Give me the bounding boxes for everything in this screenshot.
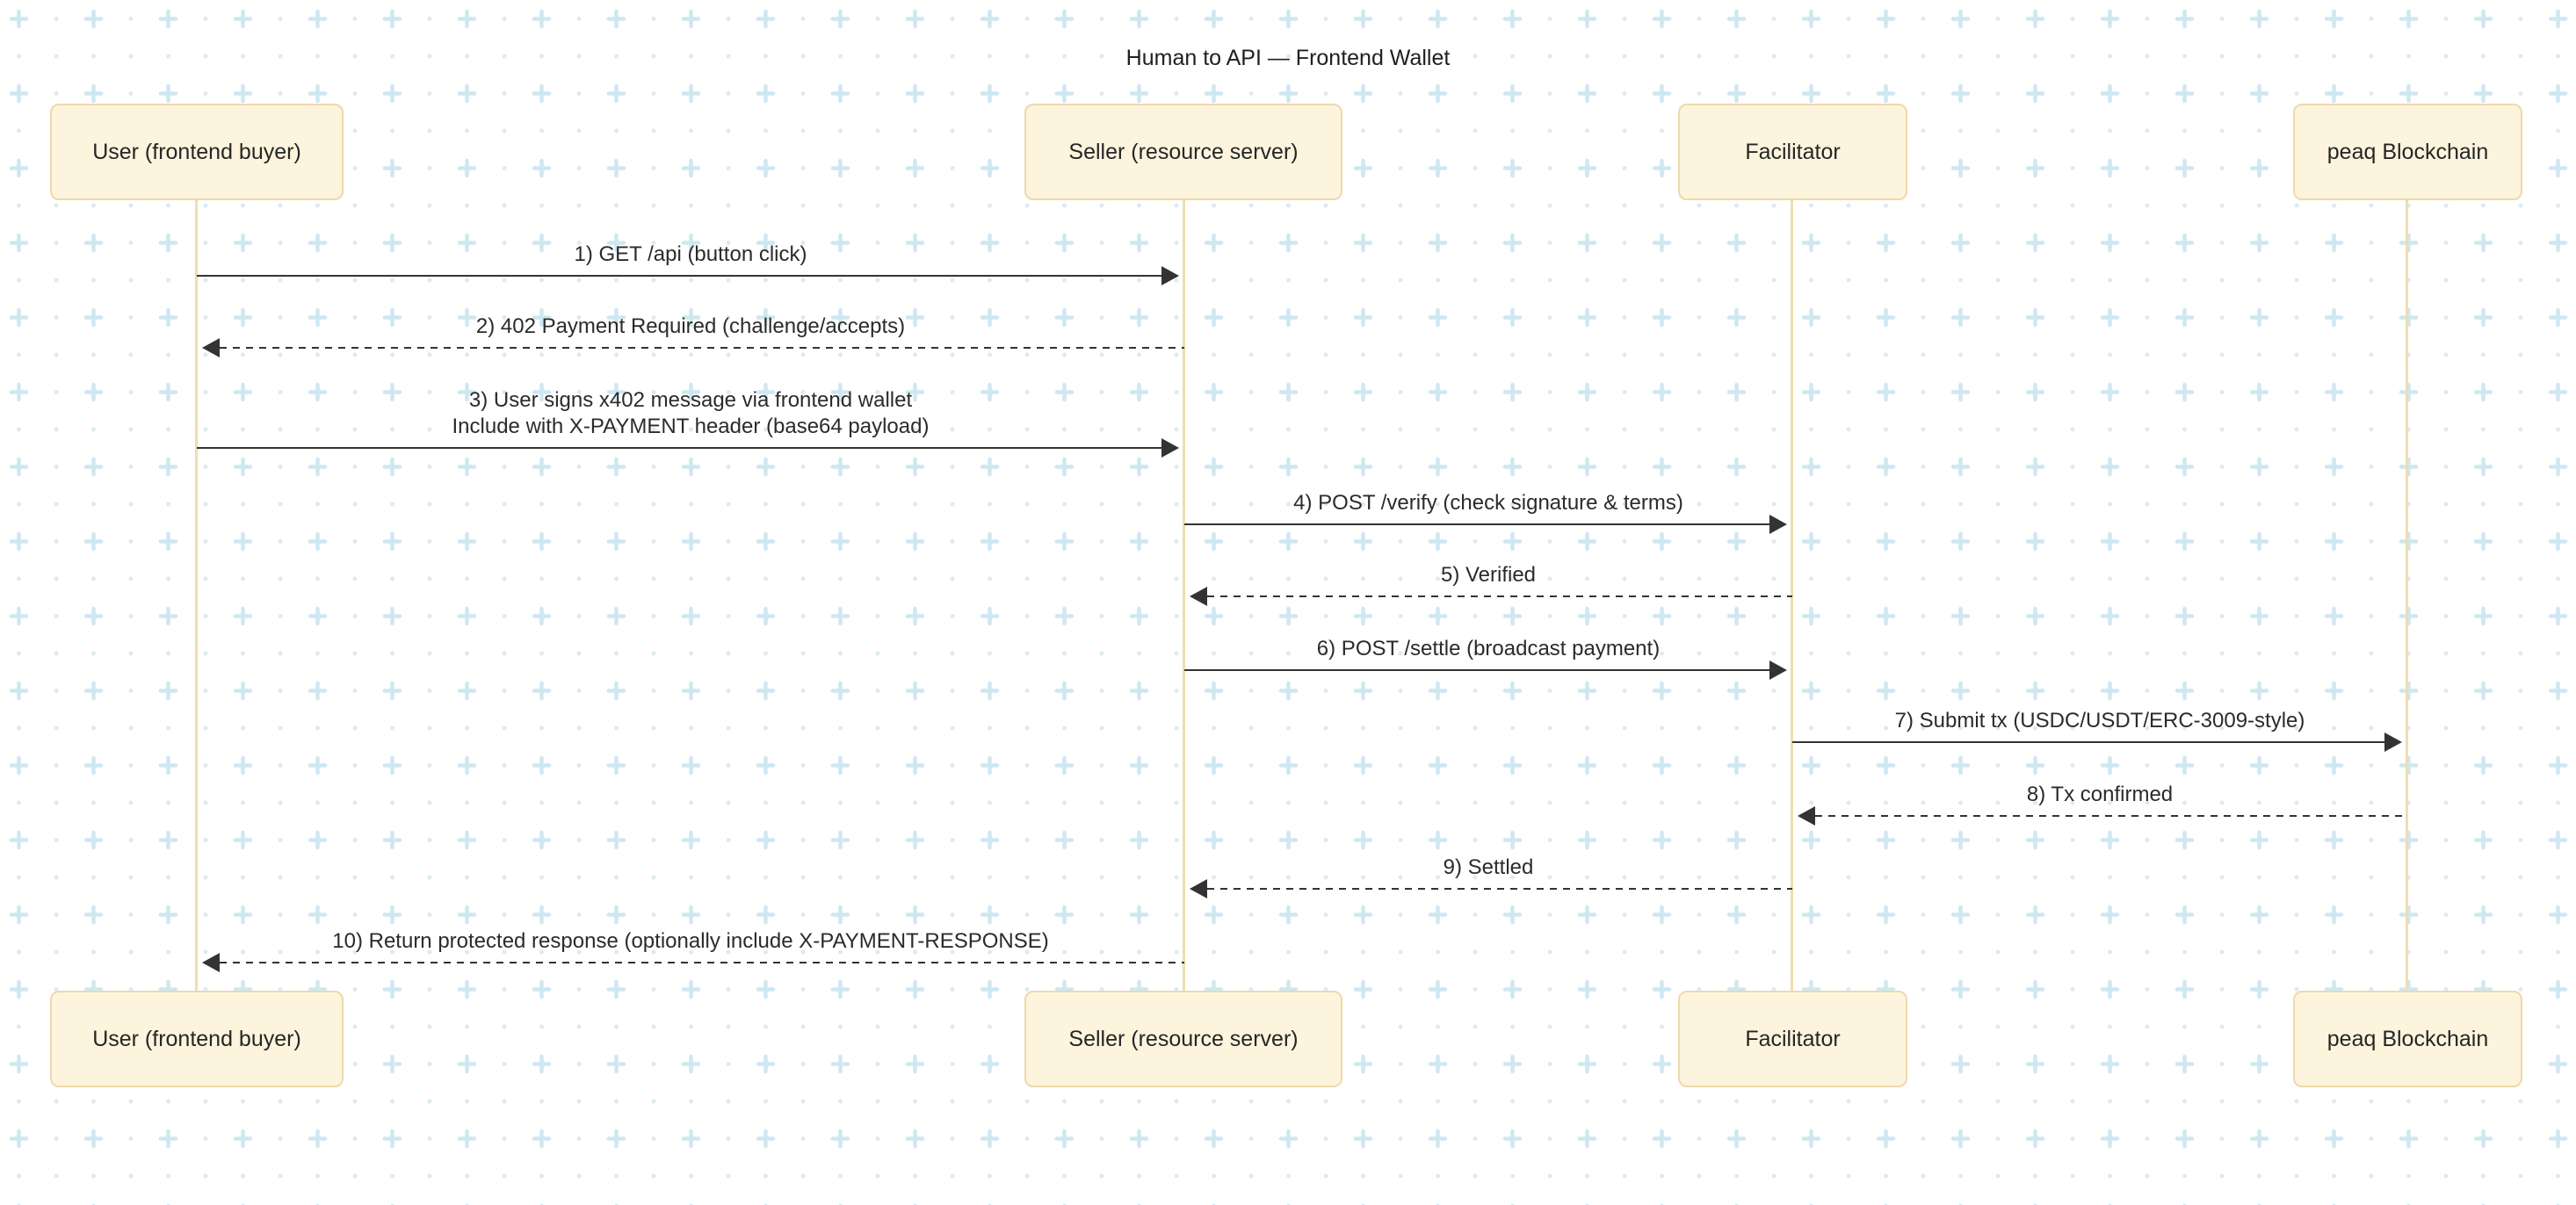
message-1-label: 1) GET /api (button click) (574, 242, 807, 266)
actor-label: User (frontend buyer) (92, 1026, 301, 1051)
arrowhead-left-icon (202, 338, 220, 357)
actor-top-user: User (frontend buyer) (50, 104, 344, 200)
actor-label: Facilitator (1745, 1026, 1841, 1051)
actor-top-facilitator: Facilitator (1678, 104, 1907, 200)
actor-bottom-user: User (frontend buyer) (50, 991, 344, 1087)
message-9-label: 9) Settled (1443, 855, 1534, 879)
actor-top-seller: Seller (resource server) (1024, 104, 1342, 200)
actor-label: Facilitator (1745, 139, 1841, 164)
message-7-line (1792, 741, 2384, 743)
message-2-label: 2) 402 Payment Required (challenge/accep… (475, 314, 906, 338)
message-5: 5) Verified (1184, 546, 1792, 608)
lifeline-seller (1183, 200, 1185, 992)
message-3: 3) User signs x402 message via frontend … (197, 388, 1184, 459)
message-5-label: 5) Verified (1440, 563, 1537, 587)
message-8-line (1815, 815, 2407, 817)
message-6-label: 6) POST /settle (broadcast payment) (1316, 637, 1661, 660)
arrowhead-right-icon (1769, 515, 1787, 534)
actor-label: peaq Blockchain (2326, 139, 2489, 164)
message-9-line (1207, 888, 1792, 890)
message-3-line (197, 447, 1161, 449)
actor-label: Seller (resource server) (1068, 1026, 1299, 1051)
actor-bottom-seller: Seller (resource server) (1024, 991, 1342, 1087)
message-10-line (220, 962, 1184, 963)
arrowhead-right-icon (1161, 438, 1179, 458)
message-8-label: 8) Tx confirmed (2026, 783, 2174, 806)
message-6: 6) POST /settle (broadcast payment) (1184, 620, 1792, 682)
message-10-label: 10) Return protected response (optionall… (332, 929, 1049, 953)
message-8: 8) Tx confirmed (1792, 766, 2407, 827)
message-2-line (220, 347, 1184, 349)
lifeline-peaq (2406, 200, 2408, 992)
arrowhead-left-icon (1190, 879, 1207, 898)
message-5-line (1207, 595, 1792, 597)
message-1: 1) GET /api (button click) (197, 226, 1184, 287)
message-10: 10) Return protected response (optionall… (197, 913, 1184, 974)
message-7-label: 7) Submit tx (USDC/USDT/ERC-3009-style) (1894, 709, 2305, 732)
arrowhead-left-icon (1798, 806, 1815, 826)
lifeline-user (195, 200, 198, 992)
message-3-label: 3) User signs x402 message via frontend … (452, 388, 930, 438)
actor-bottom-peaq: peaq Blockchain (2293, 991, 2522, 1087)
actor-top-peaq: peaq Blockchain (2293, 104, 2522, 200)
arrowhead-left-icon (202, 953, 220, 972)
actor-label: User (frontend buyer) (92, 139, 301, 164)
arrowhead-right-icon (2384, 732, 2402, 752)
message-4-label: 4) POST /verify (check signature & terms… (1293, 491, 1683, 515)
message-6-line (1184, 669, 1769, 671)
actor-label: Seller (resource server) (1068, 139, 1299, 164)
message-4: 4) POST /verify (check signature & terms… (1184, 474, 1792, 536)
message-4-line (1184, 523, 1769, 525)
actor-label: peaq Blockchain (2326, 1026, 2489, 1051)
arrowhead-left-icon (1190, 587, 1207, 606)
arrowhead-right-icon (1769, 660, 1787, 680)
message-2: 2) 402 Payment Required (challenge/accep… (197, 298, 1184, 359)
message-9: 9) Settled (1184, 839, 1792, 900)
diagram-title: Human to API — Frontend Wallet (1125, 46, 1451, 70)
arrowhead-right-icon (1161, 266, 1179, 285)
message-1-line (197, 275, 1161, 277)
actor-bottom-facilitator: Facilitator (1678, 991, 1907, 1087)
message-7: 7) Submit tx (USDC/USDT/ERC-3009-style) (1792, 692, 2407, 754)
